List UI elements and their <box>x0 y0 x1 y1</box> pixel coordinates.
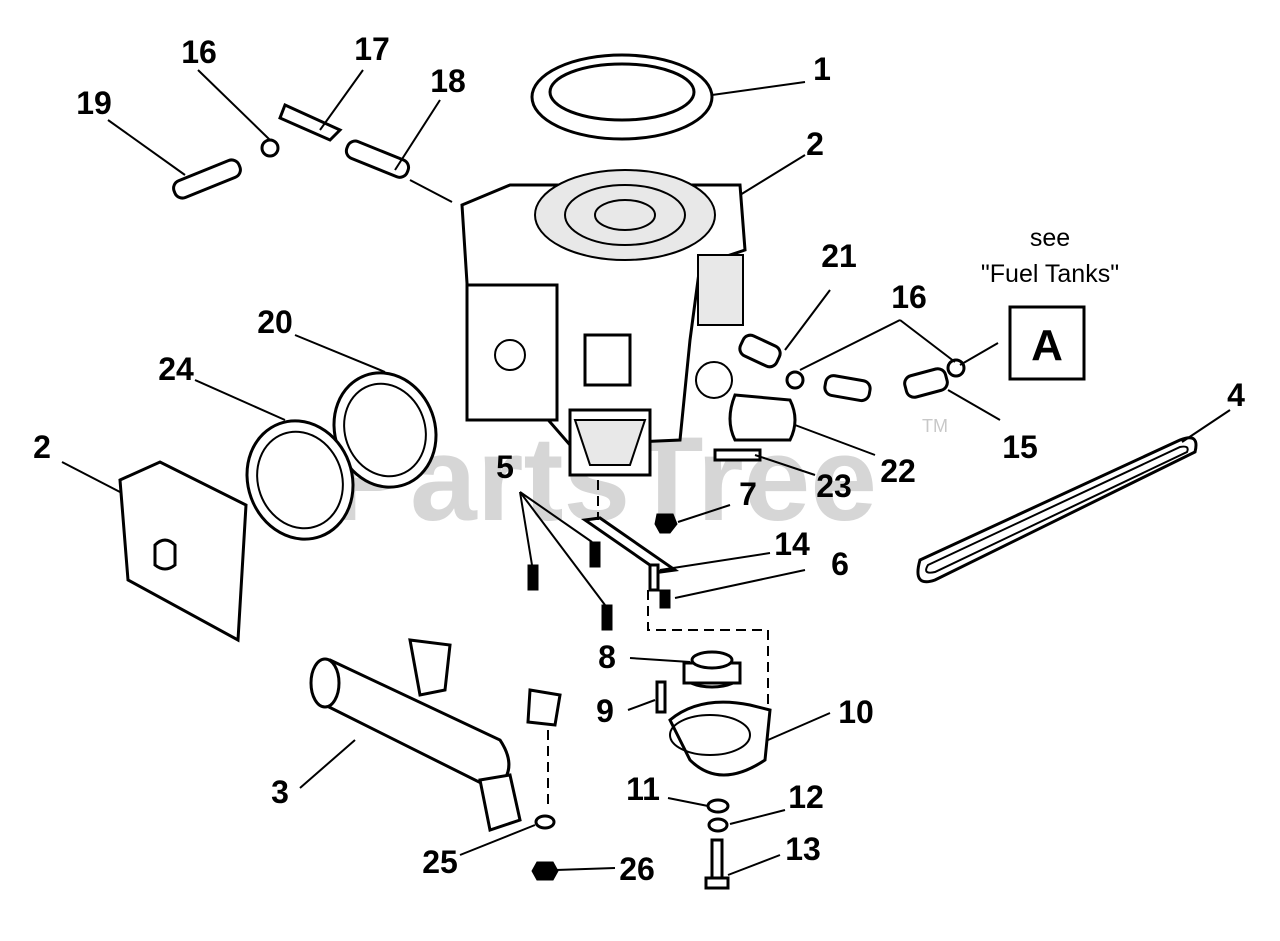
blower-housing-cover-part <box>118 460 248 643</box>
callout-13: 13 <box>785 831 821 867</box>
leader-lines <box>61 69 1231 876</box>
callout-24: 24 <box>158 351 194 387</box>
callout-21: 21 <box>821 238 857 274</box>
belt-part <box>916 436 1198 584</box>
reference-letter: A <box>1031 321 1063 370</box>
key-pin-part <box>655 680 667 714</box>
callout-22: 22 <box>880 453 916 489</box>
callout-19: 19 <box>76 85 112 121</box>
callout-16-right: 16 <box>891 279 927 315</box>
pulley-part <box>682 650 742 689</box>
fuel-hose-part <box>172 102 411 200</box>
callout-3: 3 <box>271 774 289 810</box>
filter-ring-part <box>245 419 355 541</box>
bracket-part <box>580 516 680 592</box>
callout-2-engine: 2 <box>806 126 824 162</box>
trademark-text: TM <box>922 416 948 436</box>
muffler-part <box>309 638 562 832</box>
callout-12: 12 <box>788 779 824 815</box>
engine-part <box>460 169 747 477</box>
callout-15: 15 <box>1002 429 1038 465</box>
callout-9: 9 <box>596 693 614 729</box>
callout-1: 1 <box>813 51 831 87</box>
callout-17: 17 <box>354 31 390 67</box>
callout-20: 20 <box>257 304 293 340</box>
callout-5: 5 <box>496 449 514 485</box>
callout-10: 10 <box>838 694 874 730</box>
clutch-bolt-part <box>704 838 730 890</box>
callout-14: 14 <box>774 526 810 562</box>
air-cleaner-element-part <box>530 53 714 141</box>
callout-8: 8 <box>598 639 616 675</box>
callout-23: 23 <box>816 468 852 504</box>
note-fuel-tanks-text: "Fuel Tanks" <box>981 260 1119 288</box>
callout-4: 4 <box>1227 377 1245 413</box>
callout-25: 25 <box>422 844 458 880</box>
clutch-part <box>668 700 772 777</box>
assembly-lines <box>547 480 769 810</box>
callout-labels: 1 2 2 3 4 5 6 7 8 9 10 11 12 13 14 15 16… <box>33 31 1245 887</box>
callout-11: 11 <box>626 771 660 807</box>
callout-7: 7 <box>739 476 757 512</box>
callout-18: 18 <box>430 63 466 99</box>
callout-26: 26 <box>619 851 655 887</box>
note-see-text: see <box>1030 224 1070 252</box>
reference-box <box>1008 305 1086 381</box>
fuel-filter-part <box>713 333 966 462</box>
bolt-parts <box>527 513 678 631</box>
washer-parts <box>531 798 730 881</box>
callout-6: 6 <box>831 546 849 582</box>
callout-16-top: 16 <box>181 34 217 70</box>
fuel-tanks-reference[interactable]: see "Fuel Tanks" A <box>981 224 1119 381</box>
callout-2-cover: 2 <box>33 429 51 465</box>
